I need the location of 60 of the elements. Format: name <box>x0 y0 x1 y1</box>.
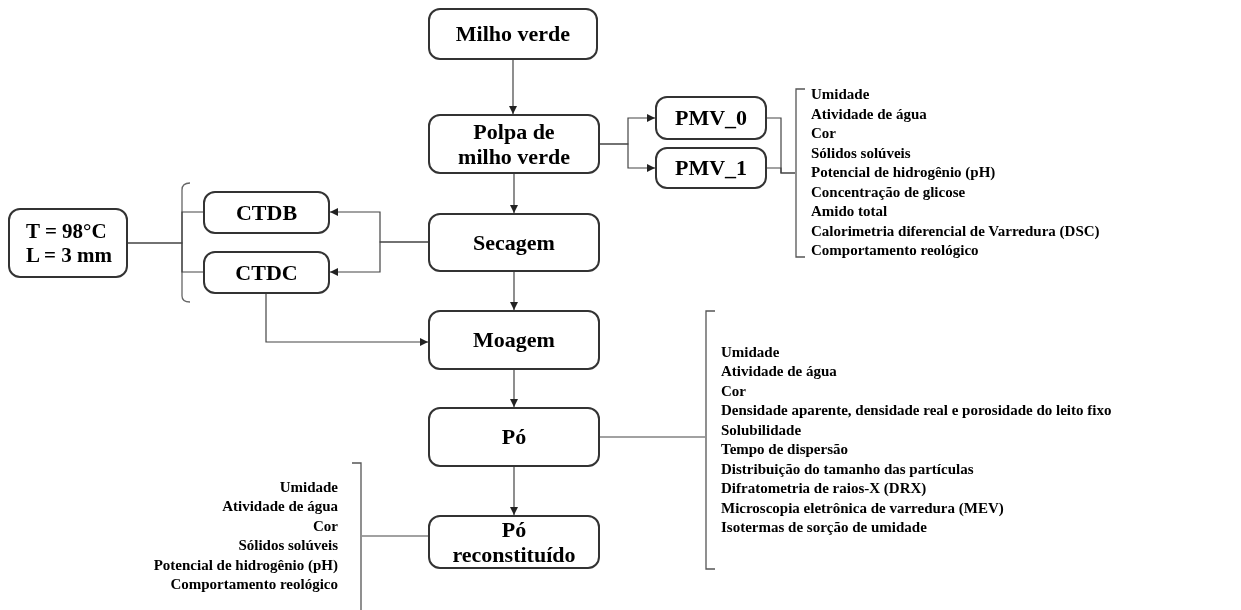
property-item: Calorimetria diferencial de Varredura (DSC) <box>811 221 1100 241</box>
property-item: Sólidos solúveis <box>811 143 911 163</box>
connector-line <box>361 535 429 537</box>
property-item: Distribuição do tamanho das partículas <box>721 459 974 479</box>
property-item: Cor <box>721 381 746 401</box>
process-box <box>655 96 767 140</box>
box-label: L = 3 mm <box>26 243 113 268</box>
property-item: Cor <box>313 516 338 536</box>
property-item: Solubilidade <box>721 420 802 440</box>
property-item: Difratometria de raios-X (DRX) <box>721 479 927 498</box>
property-item: Amido total <box>811 202 888 222</box>
process-box <box>428 407 600 467</box>
connector-line <box>127 242 204 273</box>
property-item: Potencial de hidrogênio (pH) <box>153 555 338 575</box>
process-box <box>203 251 330 294</box>
property-item: Atividade de água <box>222 497 338 516</box>
property-item: Umidade <box>279 477 338 497</box>
process-box <box>428 310 600 370</box>
process-box <box>203 191 330 234</box>
box-label: CTDC <box>235 259 298 286</box>
box-label: Polpa de milho verde <box>457 118 571 170</box>
property-item: Microscopia eletrônica de varredura (MEV) <box>721 498 1004 518</box>
box-label: Milho verde <box>455 21 571 47</box>
box-label: Secagem <box>473 229 555 256</box>
property-item: Densidade aparente, densidade real e porosidade do leito fixo <box>721 401 1112 420</box>
box-label: T = 98°C <box>26 218 107 243</box>
arrow <box>509 466 519 516</box>
arrow <box>509 369 519 408</box>
property-item: Umidade <box>811 85 870 105</box>
property-item: Atividade de água <box>721 362 837 381</box>
process-box <box>428 114 600 174</box>
box-label: PMV_1 <box>674 155 748 181</box>
arrow <box>509 271 519 311</box>
property-item: Potencial de hidrogênio (pH) <box>811 163 996 183</box>
property-item: Atividade de água <box>811 104 927 124</box>
parameter-box <box>8 208 128 278</box>
arrow <box>508 59 518 115</box>
property-item: Comportamento reológico <box>811 241 979 261</box>
box-label: CTDB <box>235 199 298 226</box>
property-item: Cor <box>811 124 836 144</box>
property-item: Concentração de glicose <box>811 182 966 202</box>
arrow <box>265 293 429 347</box>
property-item: Isotermas de sorção de umidade <box>721 518 927 537</box>
box-label: PMV_0 <box>674 105 748 131</box>
box-label: Moagem <box>473 327 555 353</box>
arrow <box>329 241 429 277</box>
property-item: Umidade <box>721 342 780 362</box>
property-item: Comportamento reológico <box>170 575 338 594</box>
arrow <box>509 173 519 214</box>
arrow <box>599 143 656 173</box>
process-box <box>428 8 598 60</box>
box-label: Pó reconstituído <box>451 516 577 568</box>
process-box <box>655 147 767 189</box>
process-box <box>428 515 600 569</box>
property-item: Sólidos solúveis <box>238 536 338 555</box>
connector-line <box>599 436 706 438</box>
process-box <box>428 213 600 272</box>
box-label: Pó <box>501 424 527 450</box>
connector-line <box>766 167 796 174</box>
property-item: Tempo de dispersão <box>721 440 848 459</box>
